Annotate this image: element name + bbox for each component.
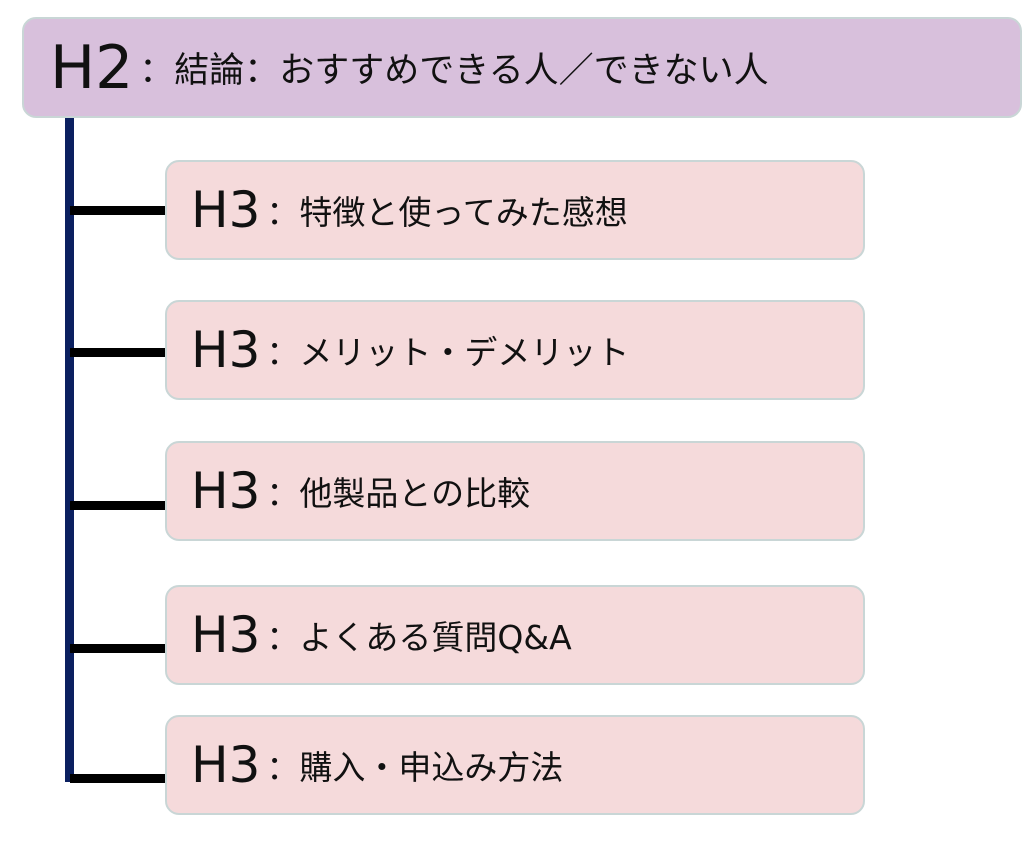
heading-level-label: H2 [50,32,134,103]
h3-heading-box: H3 ：他製品との比較 [165,441,865,541]
h3-heading-box: H3 ：メリット・デメリット [165,300,865,400]
heading-level-label: H3 [191,606,261,664]
tree-trunk-line [65,117,74,782]
branch-line [70,501,166,510]
heading-text: ：よくある質問Q&A [266,618,572,657]
h3-heading-box: H3 ：よくある質問Q&A [165,585,865,685]
heading-text: ：特徴と使ってみた感想 [266,193,628,232]
branch-line [70,644,166,653]
heading-level-label: H3 [191,736,261,794]
branch-line [70,774,166,783]
heading-text: ：メリット・デメリット [266,333,630,372]
heading-level-label: H3 [191,181,261,239]
heading-level-label: H3 [191,462,261,520]
heading-text: ：結論：おすすめできる人／できない人 [139,51,769,91]
h3-heading-box: H3 ：特徴と使ってみた感想 [165,160,865,260]
heading-text: ：他製品との比較 [266,474,531,513]
h2-heading-box: H2 ：結論：おすすめできる人／できない人 [22,17,1022,118]
heading-text: ：購入・申込み方法 [266,748,564,787]
h3-heading-box: H3 ：購入・申込み方法 [165,715,865,815]
heading-level-label: H3 [191,321,261,379]
branch-line [70,206,166,215]
branch-line [70,348,166,357]
